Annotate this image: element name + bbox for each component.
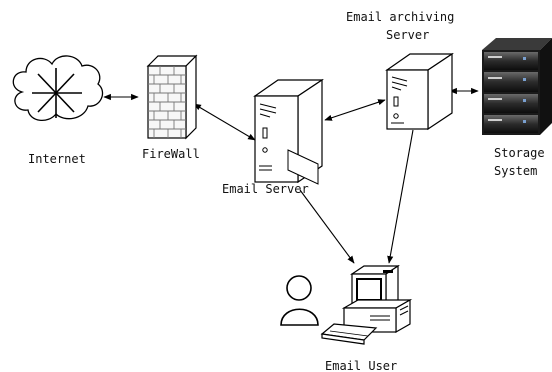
- edge-emailserver-archiving: [324, 99, 386, 121]
- server-tower-icon: [253, 78, 324, 185]
- email-server-label: Email Server: [222, 182, 309, 196]
- edge-firewall-emailserver: [193, 103, 256, 141]
- edge-emailserver-user: [299, 189, 355, 264]
- firewall-label: FireWall: [142, 147, 200, 161]
- workstation-icon: [320, 264, 413, 345]
- edge-archiving-user: [387, 129, 414, 264]
- archiving-server-tower-icon: [385, 52, 454, 131]
- cloud-icon: [12, 55, 104, 121]
- storage-label-line1: Storage: [494, 146, 545, 160]
- internet-label: Internet: [28, 152, 86, 166]
- archiving-server-label-line2: Server: [386, 28, 429, 42]
- storage-label-line2: System: [494, 164, 537, 178]
- person-icon: [280, 275, 319, 326]
- archiving-server-label-line1: Email archiving: [346, 10, 454, 24]
- email-user-label: Email User: [325, 359, 397, 372]
- storage-rack-icon: [482, 38, 552, 135]
- brick-wall-icon: [146, 54, 198, 140]
